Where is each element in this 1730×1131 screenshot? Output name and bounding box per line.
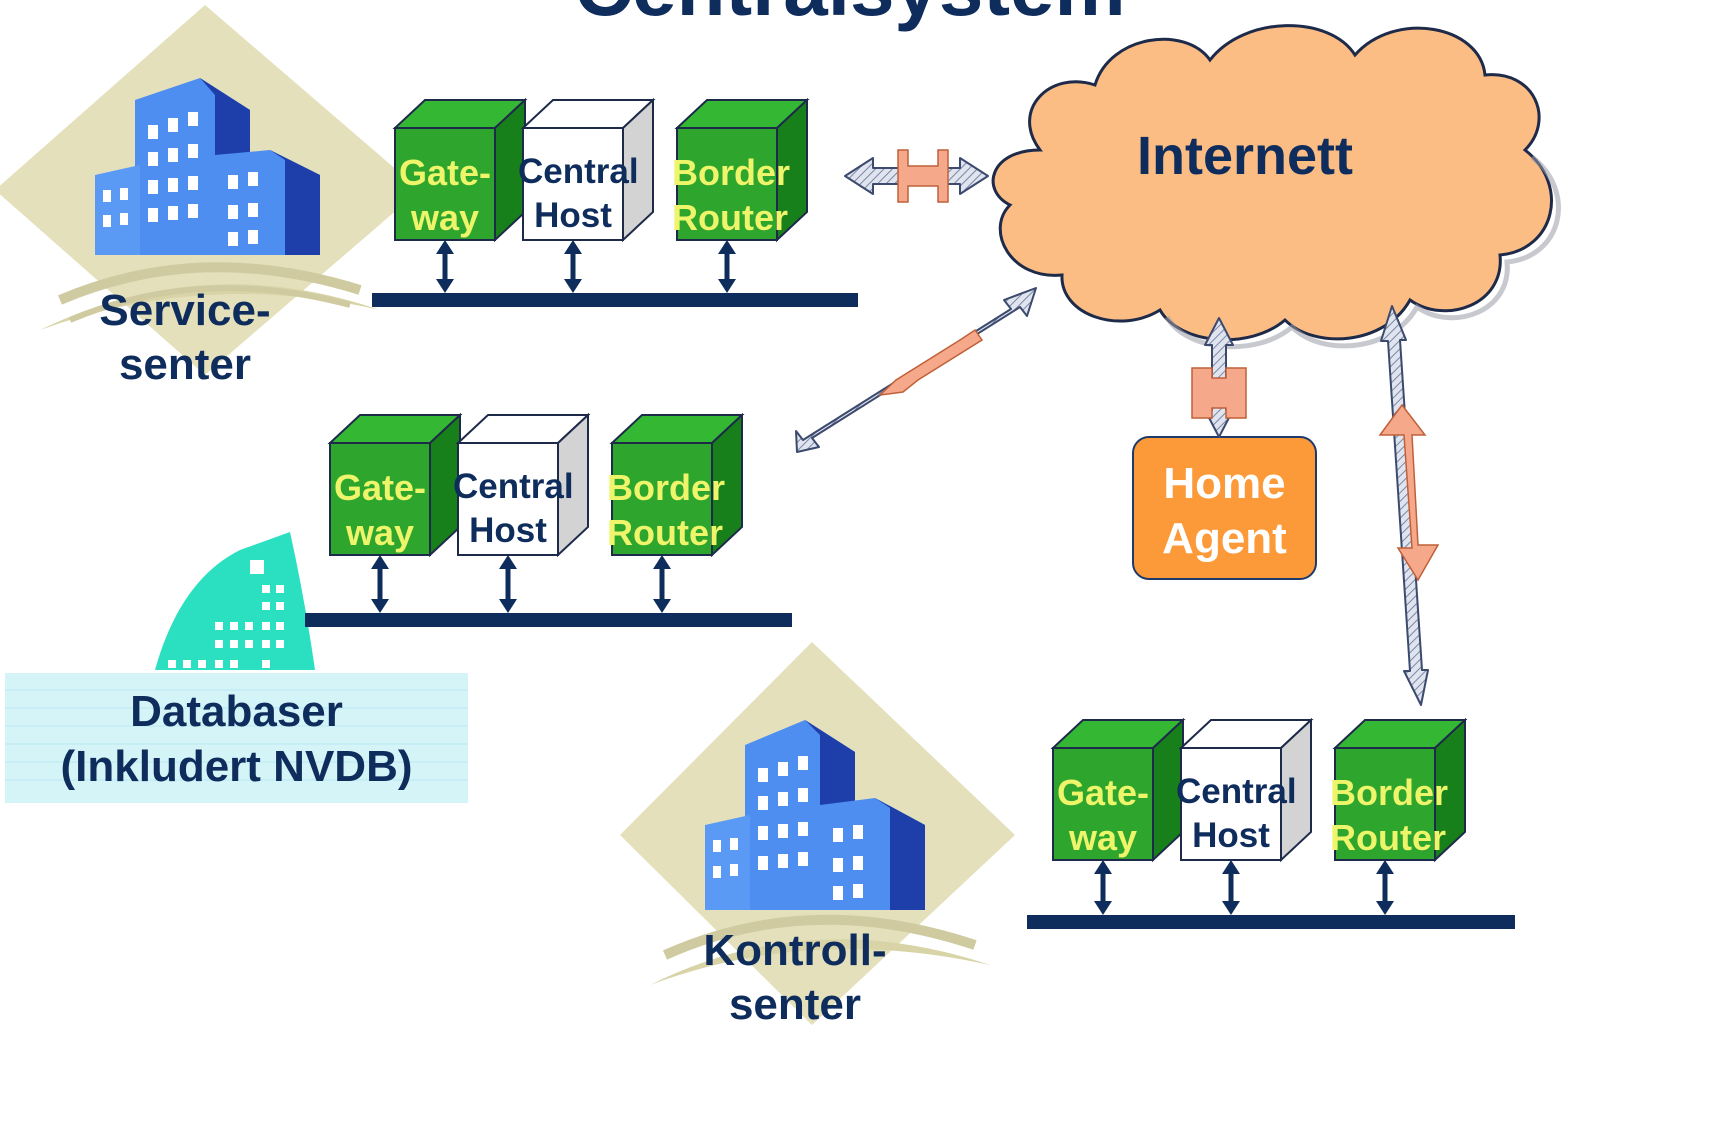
central-host-label-line1: Central [453, 467, 574, 506]
gateway-label-line1: Gate- [1056, 772, 1150, 813]
gateway-label-line2: way [410, 197, 480, 238]
central-host-label-line1: Central [1176, 772, 1297, 811]
gateway-box [1050, 717, 1186, 863]
backbone-bus [372, 293, 858, 307]
node-group [305, 412, 792, 627]
gateway-label: Gate-way [390, 150, 500, 240]
internet-label: Internett [1137, 126, 1353, 186]
border-router-label-line2: Router [607, 512, 723, 553]
connector-arrow [1376, 860, 1394, 915]
link-accent-arrows [877, 149, 1440, 582]
gateway-label: Gate-way [1048, 770, 1158, 860]
home-agent-line2: Agent [1162, 514, 1287, 563]
gateway-label-line2: way [1068, 817, 1138, 858]
databases-line2: (Inkludert NVDB) [60, 742, 413, 791]
connector-arrow [564, 240, 582, 293]
gateway-label: Gate-way [325, 465, 435, 555]
border-router-label-line1: Border [607, 467, 726, 508]
databases-line1: Databaser [130, 687, 343, 736]
service-center-label: Service- senter [40, 284, 330, 391]
node-groups [305, 97, 1515, 929]
connector-arrow [436, 240, 454, 293]
control-center-label: Kontroll- senter [660, 924, 930, 1031]
database-icon [5, 532, 468, 803]
home-agent-box [1132, 436, 1317, 580]
border-router-label-line2: Router [1330, 817, 1446, 858]
central-host-label-line2: Host [1192, 815, 1270, 855]
central-host-label-line2: Host [534, 195, 612, 235]
diagram-title: Centralsystem [470, 0, 1230, 34]
control-center-line2: senter [728, 979, 862, 1029]
node-group [372, 97, 858, 307]
central-host-box [1178, 717, 1314, 863]
backbone-bus [1027, 915, 1515, 929]
gateway-label-line2: way [345, 512, 415, 553]
connector-arrow [371, 555, 389, 613]
home-agent-label: Home Agent [1133, 456, 1316, 566]
databases-label: Databaser (Inkludert NVDB) [5, 684, 468, 794]
control-center-icon [620, 642, 1015, 1025]
backbone-bus [305, 613, 792, 627]
border-router-box [674, 97, 810, 243]
service-center-icon [0, 5, 420, 375]
border-router-label-line1: Border [672, 152, 791, 193]
central-host-label-line2: Host [469, 510, 547, 550]
service-center-line1: Service- [99, 286, 271, 335]
link-internet-control-group [1380, 305, 1429, 706]
home-agent-line1: Home [1163, 459, 1286, 508]
connector-arrow [1222, 860, 1240, 915]
control-center-line1: Kontroll- [703, 926, 887, 975]
border-router-box [609, 412, 745, 558]
connector-arrow [653, 555, 671, 613]
gateway-box [392, 97, 528, 243]
central-host-label-line1: Central [518, 152, 639, 191]
node-group [1027, 717, 1515, 929]
connector-arrow [499, 555, 517, 613]
gateway-label-line1: Gate- [333, 467, 427, 508]
border-router-box [1332, 717, 1468, 863]
connector-arrow [718, 240, 736, 293]
service-center-line2: senter [118, 339, 252, 389]
border-router-label-line1: Border [1330, 772, 1449, 813]
internet-cloud [991, 24, 1561, 350]
gateway-label-line1: Gate- [398, 152, 492, 193]
connector-arrow [1094, 860, 1112, 915]
central-host-box [520, 97, 656, 243]
border-router-label-line2: Router [672, 197, 788, 238]
